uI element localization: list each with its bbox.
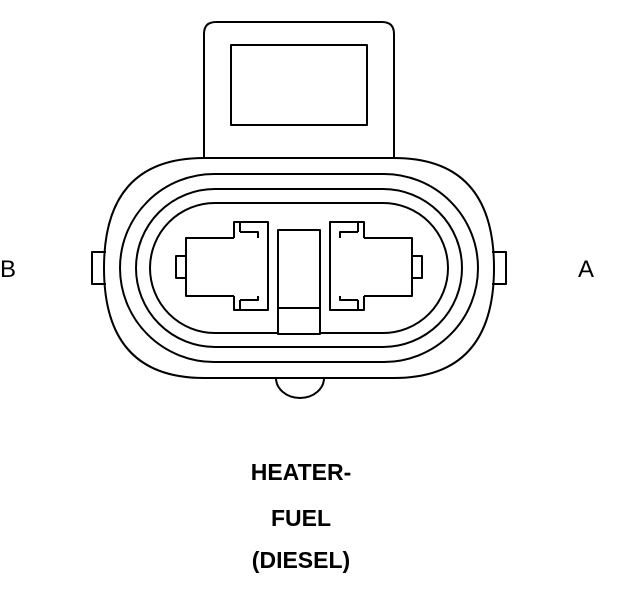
- outer-housing: [103, 157, 495, 379]
- housing-ring-1: [119, 173, 479, 363]
- caption-line-1: HEATER-: [250, 459, 352, 485]
- locking-tab: [203, 21, 395, 158]
- caption-line-3: (DIESEL): [251, 547, 351, 573]
- side-bump-left: [91, 251, 106, 285]
- terminal-b: [175, 221, 269, 311]
- center-key: [277, 229, 321, 335]
- caption-line-2: FUEL: [270, 505, 332, 531]
- terminal-a: [329, 221, 423, 311]
- housing-ring-2: [135, 188, 463, 348]
- side-bump-right: [492, 251, 507, 285]
- locking-tab-window: [230, 44, 368, 126]
- pin-b-label: B: [0, 256, 17, 283]
- bottom-bump: [275, 377, 325, 399]
- pin-a-label: A: [578, 256, 595, 283]
